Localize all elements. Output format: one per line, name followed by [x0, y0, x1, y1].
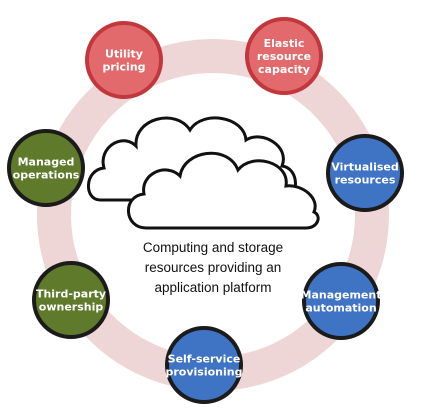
- node-label-virtualised-resources-line-2: resources: [335, 174, 396, 187]
- node-circle-utility-pricing: [85, 21, 163, 99]
- node-label-utility-pricing-line-2: pricing: [102, 61, 145, 74]
- center-label-line-2: resources providing an: [145, 260, 282, 275]
- node-label-managed-operations-line-1: Managed: [18, 156, 75, 169]
- node-circle-management-automation: [302, 262, 380, 340]
- node-circle-virtualised-resources: [326, 134, 404, 212]
- node-label-utility-pricing-line-1: Utility: [105, 48, 143, 61]
- center-label-line-3: application platform: [154, 280, 271, 295]
- node-circle-managed-operations: [7, 129, 85, 207]
- node-label-managed-operations-line-2: operations: [13, 169, 80, 182]
- node-label-elastic-resource-capacity-line-3: capacity: [258, 63, 310, 76]
- node-label-management-automation-line-1: Management: [301, 289, 382, 302]
- node-label-virtualised-resources-line-1: Virtualised: [331, 161, 398, 174]
- center-label-line-1: Computing and storage: [143, 240, 283, 255]
- node-label-third-party-ownership-line-1: Third-party: [36, 288, 106, 301]
- diagram-nodes: UtilitypricingElasticresourcecapacityVir…: [7, 17, 404, 404]
- node-label-self-service-provisioning-line-2: provisioning: [166, 366, 243, 379]
- node-label-third-party-ownership-line-2: ownership: [39, 301, 104, 314]
- node-circle-self-service-provisioning: [165, 326, 243, 404]
- node-circle-elastic-resource-capacity: [245, 17, 323, 95]
- cloud-front-icon: [127, 151, 320, 230]
- node-label-elastic-resource-capacity-line-1: Elastic: [264, 37, 305, 50]
- node-label-elastic-resource-capacity-line-2: resource: [257, 50, 311, 63]
- node-label-self-service-provisioning-line-1: Self-service: [168, 353, 241, 366]
- node-label-management-automation-line-2: automation: [305, 302, 376, 315]
- node-circle-third-party-ownership: [32, 261, 110, 339]
